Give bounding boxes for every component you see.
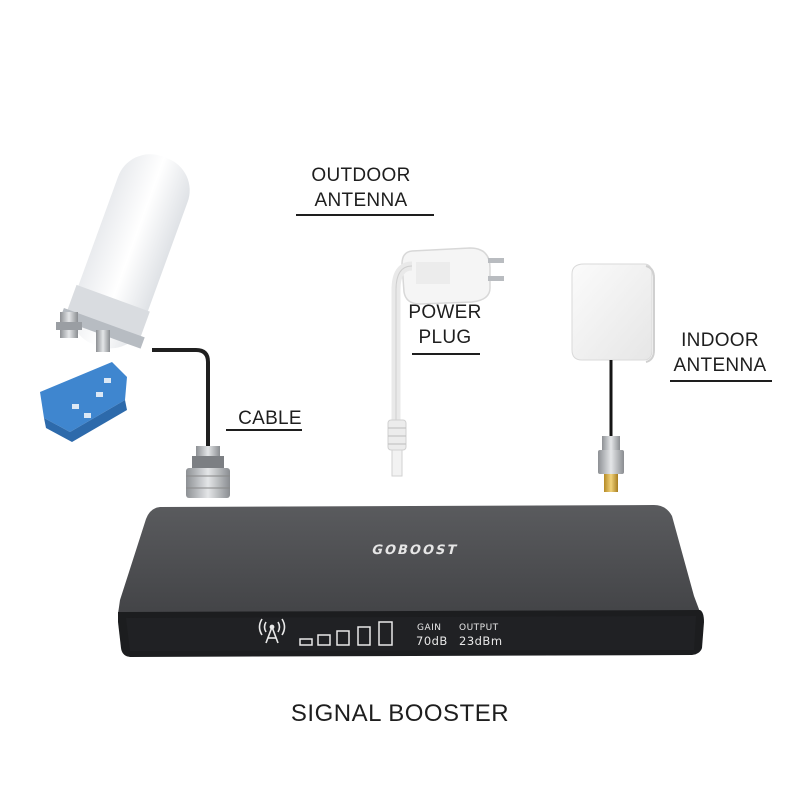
outdoor-antenna-label: OUTDOOR ANTENNA xyxy=(311,165,411,211)
signal-booster-image xyxy=(118,505,704,657)
indoor-antenna-label: INDOOR ANTENNA xyxy=(673,330,767,376)
cable-image xyxy=(152,348,230,498)
indoor-antenna-underline xyxy=(670,380,772,382)
cable-underline xyxy=(226,429,302,431)
power-plug-image xyxy=(387,247,504,477)
tower-icon xyxy=(258,618,286,644)
output-label: OUTPUT xyxy=(459,623,499,633)
output-value: 23dBm xyxy=(459,634,503,648)
outdoor-antenna-image xyxy=(40,154,190,442)
indoor-antenna-image xyxy=(571,263,655,492)
gain-value: 70dB xyxy=(416,634,448,648)
brand-logo: GOBOOST xyxy=(370,543,460,558)
power-plug-label: POWER PLUG xyxy=(408,302,482,348)
signal-bars-icon xyxy=(299,621,393,646)
outdoor-antenna-underline xyxy=(296,214,434,216)
power-plug-underline xyxy=(412,353,480,355)
gain-label: GAIN xyxy=(417,623,442,633)
cable-label: CABLE xyxy=(238,408,302,429)
page-caption: SIGNAL BOOSTER xyxy=(290,700,510,727)
